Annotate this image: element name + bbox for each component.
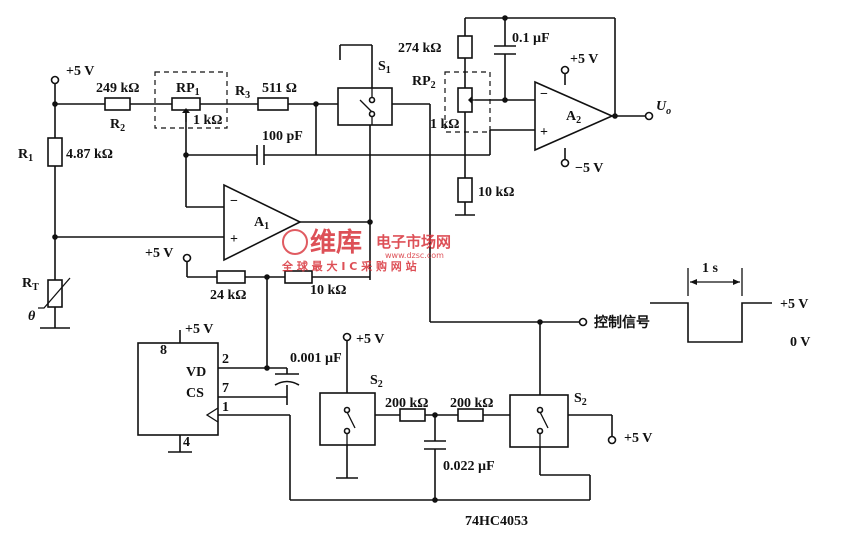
- label-vcc-mid: +5 V: [145, 246, 173, 261]
- watermark-url: www.dzsc.com: [385, 251, 444, 260]
- label-pin2: 2: [222, 352, 229, 367]
- label-274k: 274 kΩ: [398, 41, 442, 56]
- label-r2-name: R2: [110, 117, 125, 134]
- label-minus-a1: −: [230, 194, 238, 209]
- resistor-10k-right: [457, 177, 473, 203]
- label-theta: θ: [28, 309, 36, 324]
- label-pulse-width: 1 s: [702, 261, 719, 276]
- label-ic-vcc: +5 V: [185, 322, 213, 337]
- label-s2a: S2: [370, 373, 383, 390]
- switch-s2b: [509, 394, 569, 448]
- resistor-274k: [457, 35, 473, 59]
- rp1-enclosure: [154, 71, 228, 129]
- label-rp2-value: 1 kΩ: [430, 117, 460, 132]
- label-10k-right: 10 kΩ: [478, 185, 515, 200]
- label-s2-vcc: +5 V: [356, 332, 384, 347]
- resistor-200k-a: [399, 408, 426, 422]
- watermark-brand: 维库: [310, 227, 362, 258]
- label-rp2-name: RP2: [412, 74, 436, 91]
- opamp-a1: [223, 183, 302, 262]
- label-s2b: S2: [574, 391, 587, 408]
- label-pin7: 7: [222, 381, 229, 396]
- opamp-a2: [534, 80, 614, 152]
- label-level-low: 0 V: [790, 335, 810, 350]
- label-c-0-1uf: 0.1 µF: [512, 31, 550, 46]
- label-24k: 24 kΩ: [210, 288, 247, 303]
- label-200k-b: 200 kΩ: [450, 396, 494, 411]
- label-pin8: 8: [160, 343, 167, 358]
- sensor-ic: [137, 342, 219, 436]
- label-pin4: 4: [183, 435, 190, 450]
- watermark-site: 电子市场网: [376, 233, 451, 251]
- rp2-enclosure: [444, 71, 491, 133]
- label-r3-name: R3: [235, 84, 250, 101]
- label-c-0-022uf: 0.022 µF: [443, 459, 495, 474]
- label-r3-value: 511 Ω: [262, 81, 297, 96]
- label-rp1-value: 1 kΩ: [193, 113, 223, 128]
- label-r2-value: 249 kΩ: [96, 81, 140, 96]
- label-minus-a2: −: [540, 87, 548, 102]
- terminals: [50, 65, 654, 445]
- label-vcc-a2: +5 V: [570, 52, 598, 67]
- resistor-24k: [216, 270, 246, 284]
- switch-s1: [337, 87, 393, 126]
- label-vd: VD: [186, 365, 206, 380]
- label-a1: A1: [254, 215, 269, 232]
- control-pulse-waveform: [650, 268, 772, 343]
- label-rp1-name: RP1: [176, 81, 200, 98]
- labels: +5 V 249 kΩ R2 RP1 1 kΩ R3 511 Ω S1 274 …: [18, 31, 810, 529]
- resistor-r1: [47, 137, 63, 167]
- label-plus-a1: +: [230, 232, 238, 247]
- resistor-r3: [257, 97, 289, 111]
- label-s1: S1: [378, 59, 391, 76]
- junction-dots: [52, 15, 618, 503]
- label-cs: CS: [186, 386, 204, 401]
- label-uo: Uo: [656, 99, 671, 117]
- resistors: [38, 35, 484, 422]
- label-pin1: 1: [222, 400, 229, 415]
- thermistor-rt: [47, 279, 63, 308]
- ground-symbols: [168, 451, 358, 479]
- label-c-0-001uf: 0.001 µF: [290, 351, 342, 366]
- watermark: 维库 电子市场网 www.dzsc.com 全 球 最 大 I C 采 购 网 …: [281, 227, 451, 273]
- label-a2: A2: [566, 109, 581, 126]
- watermark-slogan: 全 球 最 大 I C 采 购 网 站: [281, 259, 417, 273]
- label-rt: RT: [22, 276, 39, 293]
- label-10k-mid: 10 kΩ: [310, 283, 347, 298]
- label-level-high: +5 V: [780, 297, 808, 312]
- label-r1-value: 4.87 kΩ: [66, 147, 113, 162]
- resistor-10k-mid: [284, 270, 313, 284]
- resistor-200k-b: [457, 408, 484, 422]
- label-c-100pf: 100 pF: [262, 129, 303, 144]
- switch-s2a: [319, 392, 376, 446]
- label-s2b-vcc: +5 V: [624, 431, 652, 446]
- label-vcc-top-left: +5 V: [66, 64, 94, 79]
- label-control-signal: 控制信号: [594, 314, 650, 331]
- label-vee-a2: −5 V: [575, 161, 603, 176]
- watermark-logo-icon: [282, 229, 308, 255]
- label-plus-a2: +: [540, 125, 548, 140]
- capacitors: [256, 45, 516, 450]
- label-r1-name: R1: [18, 147, 33, 164]
- label-chip-name: 74HC4053: [465, 514, 528, 529]
- label-200k-a: 200 kΩ: [385, 396, 429, 411]
- resistor-r2: [104, 97, 131, 111]
